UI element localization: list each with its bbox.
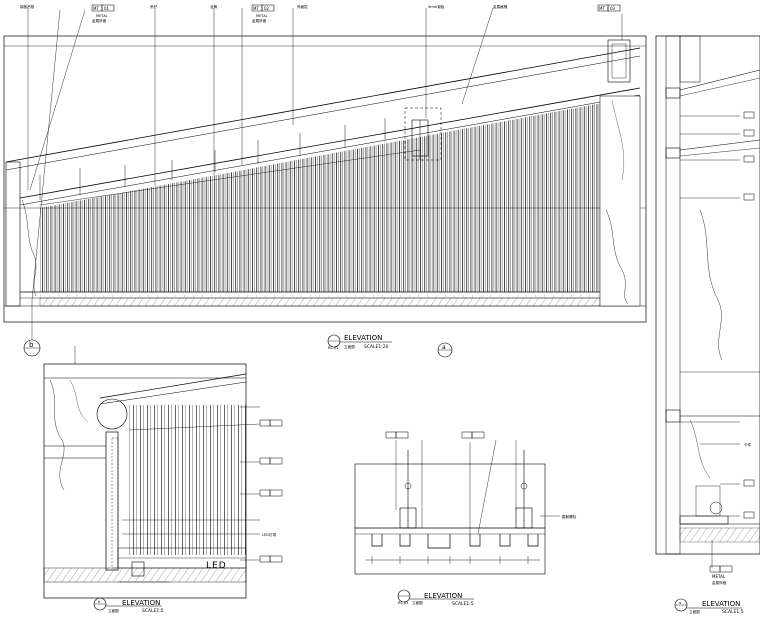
tag-mt03-num: 03 [610, 6, 616, 11]
tag-mt02-code: MT [253, 6, 259, 11]
callout-c5: 5mm钢板 [428, 4, 445, 9]
tag-mt01-num: 01 [104, 6, 110, 11]
detail-middle-title: ELEVATION [424, 592, 462, 600]
tag-mt02-desc2: 金属饰面 [252, 18, 267, 23]
tag-mt01-code: MT [93, 6, 99, 11]
callout-c9: 卡件 [744, 442, 752, 447]
main-top-tags [91, 4, 621, 12]
detail-right [655, 35, 760, 612]
detail-right-code: a [679, 601, 681, 605]
detail-right-sub: 立面图 [689, 609, 700, 614]
detail-left-scale: SCALE1:5 [142, 608, 164, 614]
section-marker-a-label: a [442, 344, 446, 351]
callout-c4: 饰面层 [297, 4, 308, 9]
main-elevation-scale: SCALE1:20 [364, 344, 389, 350]
detail-left-tags [259, 419, 283, 563]
callout-c6: 金属格栅 [493, 4, 508, 9]
tag-mt03-desc1: METAL [712, 574, 726, 579]
callout-c8: 膨胀螺栓 [562, 514, 577, 519]
main-elevation-sub: 立面图 [344, 344, 355, 349]
section-marker-b-label: b [29, 341, 34, 349]
tag-mt03-desc2: 金属饰面 [712, 580, 727, 585]
tag-mt01-desc1: METAL [96, 14, 108, 18]
detail-middle-sub: 立面图 [412, 600, 423, 605]
detail-middle-code: RL-01 [398, 601, 408, 605]
detail-middle-scale: SCALE1:5 [452, 601, 474, 607]
detail-left-sub: 立面图 [108, 608, 119, 613]
tag-mt03-code: MT [599, 6, 605, 11]
led-label: LED [206, 561, 227, 571]
detail-middle-tags [385, 431, 485, 439]
tag-mt02-desc1: METAL [256, 14, 268, 18]
tag-mt01-desc2: 金属饰面 [92, 18, 107, 23]
detail-middle [354, 439, 560, 603]
main-elevation-code: RL-01 [328, 346, 338, 350]
callout-c7: LED灯带 [262, 532, 277, 537]
callout-c1: 钢板吊筋 [20, 4, 35, 9]
detail-left [43, 346, 261, 611]
detail-left-title: ELEVATION [122, 599, 160, 607]
detail-right-scale: SCALE1:5 [722, 609, 744, 615]
main-elevation-title: ELEVATION [344, 334, 382, 342]
detail-right-title: ELEVATION [702, 600, 740, 608]
main-elevation [3, 7, 647, 358]
detail-right-tags [709, 111, 755, 573]
detail-left-code: b [98, 600, 101, 604]
callout-c3: 龙骨 [210, 4, 218, 9]
callout-c2: 吊杆 [150, 4, 158, 9]
tag-mt02-num: 02 [264, 6, 270, 11]
